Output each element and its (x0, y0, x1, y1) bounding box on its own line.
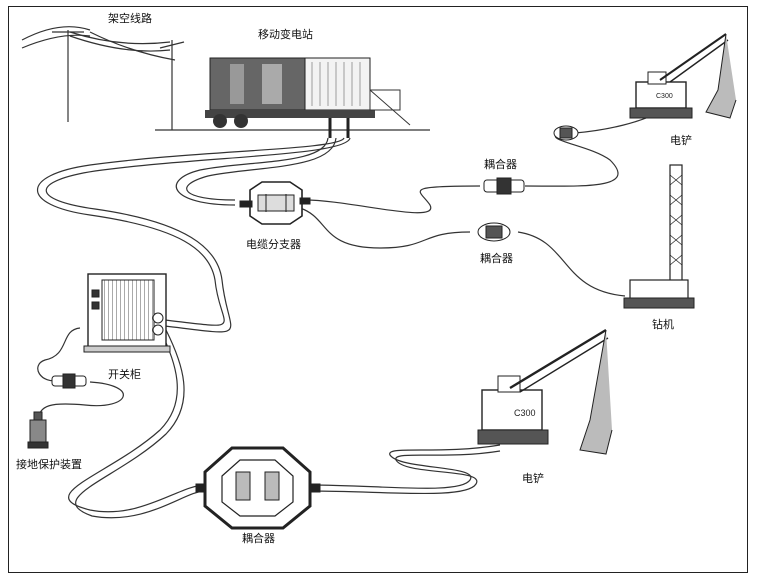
coupler-upper (483, 177, 525, 195)
cable-splitter (239, 181, 311, 225)
label-shovel-upper: 电铲 (670, 134, 692, 147)
mobile-substation (155, 57, 430, 138)
label-coupler-bottom: 耦合器 (242, 532, 275, 545)
cable-splitter-coupler-upper (304, 185, 481, 214)
drill-rig (623, 164, 695, 309)
label-switchgear: 开关柜 (108, 368, 141, 381)
shovel-lower-model: C300 (514, 408, 536, 418)
cable-substation-splitter-2 (186, 137, 337, 201)
coupler-top (553, 125, 579, 141)
label-cable-splitter: 电缆分支器 (246, 238, 301, 251)
cable-coupler-lower-drill (517, 231, 626, 297)
label-coupler-lower: 耦合器 (480, 252, 513, 265)
label-coupler-upper: 耦合器 (484, 158, 517, 171)
switchgear (83, 273, 171, 353)
shovel-upper: C300 (629, 33, 737, 119)
label-mobile-substation: 移动变电站 (258, 28, 313, 41)
cable-substation-switchgear (36, 137, 345, 326)
cable-switchgear-grounding (37, 327, 81, 382)
label-overhead-line: 架空线路 (108, 12, 152, 25)
cable-coupler-bottom-shovel (309, 444, 501, 489)
cable-coupler-upper-shovel (524, 132, 619, 187)
shovel-lower: C300 (477, 328, 613, 455)
cable-substation-splitter (175, 137, 329, 206)
label-drill: 钻机 (652, 318, 674, 331)
cable-coupler-bottom-shovel-2 (309, 450, 501, 495)
ground-protection-device (27, 411, 49, 449)
label-ground-protection: 接地保护装置 (16, 458, 82, 471)
coupler-lower (477, 222, 511, 242)
shovel-upper-model: C300 (656, 93, 673, 100)
cable-switchgear-coupler-bottom (68, 329, 206, 513)
coupler-bottom (195, 446, 321, 530)
cable-grounding-coupler (37, 381, 124, 421)
overhead-line (21, 26, 185, 130)
cable-switchgear-coupler-bottom-2 (75, 329, 206, 519)
cable-splitter-coupler-lower (299, 207, 471, 249)
cable-substation-switchgear-2 (45, 137, 351, 333)
coupler-grounding (51, 373, 87, 389)
label-shovel-lower: 电铲 (522, 472, 544, 485)
cables (36, 111, 661, 519)
diagram-frame (8, 6, 748, 573)
